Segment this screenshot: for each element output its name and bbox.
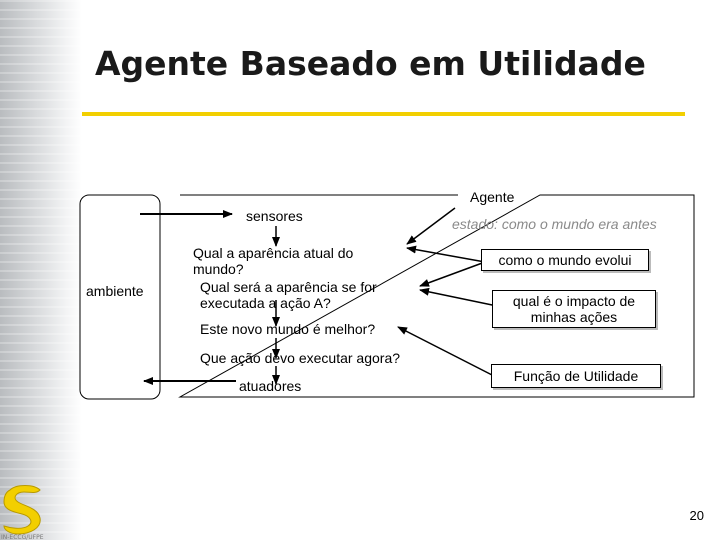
utilidade-arrow (397, 326, 495, 377)
page-number: 20 (689, 508, 704, 523)
evolui-box: como o mundo evolui (481, 249, 649, 271)
agente-label: Agente (468, 189, 517, 205)
evolui-arrow-a (406, 245, 486, 263)
impacto-box: qual é o impacto de minhas ações (492, 290, 656, 328)
cin-logo-icon: IN-ECCG/UFPE (1, 485, 44, 540)
ambiente-label: ambiente (86, 283, 144, 299)
agente-frame (178, 194, 695, 398)
estado-arrow (406, 207, 456, 245)
question-action-now: Que ação devo executar agora? (200, 350, 401, 366)
sensores-label: sensores (246, 208, 303, 224)
evolui-arrow-b (419, 261, 486, 287)
estado-keyword: estado (452, 216, 495, 232)
title-underline (82, 112, 685, 116)
svg-text:IN-ECCG/UFPE: IN-ECCG/UFPE (1, 534, 44, 540)
estado-text: : como o mundo era antes (494, 216, 657, 232)
decorative-sidebar (0, 0, 82, 540)
ambiente-box (79, 194, 161, 400)
question-current-world: Qual a aparência atual do mundo? (193, 245, 354, 277)
impacto-arrow (419, 287, 498, 307)
question-better-world: Este novo mundo é melhor? (200, 321, 376, 337)
slide-title: Agente Baseado em Utilidade (95, 44, 646, 83)
atuadores-label: atuadores (239, 378, 302, 394)
question-future-world: Qual será a aparência se for executada a… (200, 279, 377, 311)
utilidade-box: Função de Utilidade (491, 364, 661, 388)
estado-label: estado: como o mundo era antes (452, 216, 657, 232)
